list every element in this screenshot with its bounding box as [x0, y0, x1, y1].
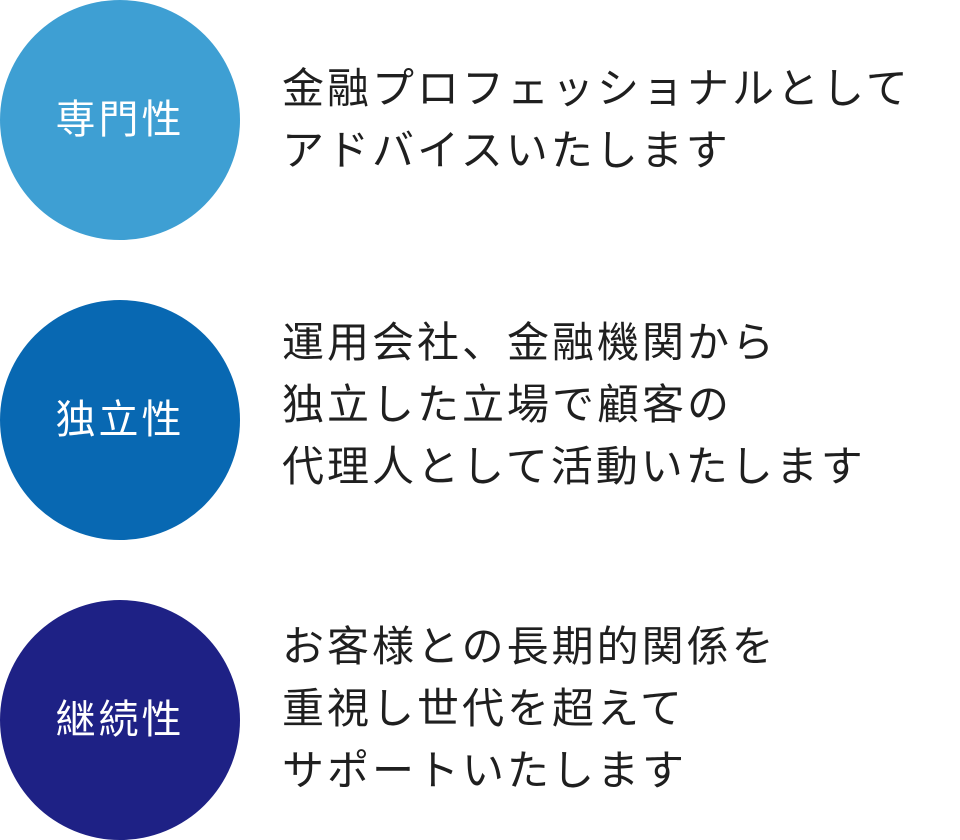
feature-badge-continuity: 継続性: [0, 600, 240, 840]
feature-description: 金融プロフェッショナルとして アドバイスいたします: [282, 58, 911, 182]
feature-description-line: 重視し世代を超えて: [282, 684, 685, 733]
feature-description-line: 代理人として活動いたします: [282, 442, 866, 491]
feature-description-line: お客様との長期的関係を: [282, 622, 777, 671]
feature-badge-label: 独立性: [55, 397, 185, 443]
feature-description: お客様との長期的関係を 重視し世代を超えて サポートいたします: [282, 616, 777, 802]
feature-description-line: 金融プロフェッショナルとして: [282, 64, 911, 113]
feature-description-line: 独立した立場で顧客の: [282, 380, 733, 429]
feature-badge-label: 専門性: [55, 97, 185, 143]
feature-description: 運用会社、金融機関から 独立した立場で顧客の 代理人として活動いたします: [282, 312, 866, 498]
feature-badge-independence: 独立性: [0, 300, 240, 540]
feature-description-line: サポートいたします: [282, 746, 688, 795]
feature-description-line: 運用会社、金融機関から: [282, 318, 778, 367]
feature-badge-expertise: 専門性: [0, 0, 240, 240]
feature-badge-label: 継続性: [55, 697, 185, 743]
feature-description-line: アドバイスいたします: [282, 126, 731, 175]
